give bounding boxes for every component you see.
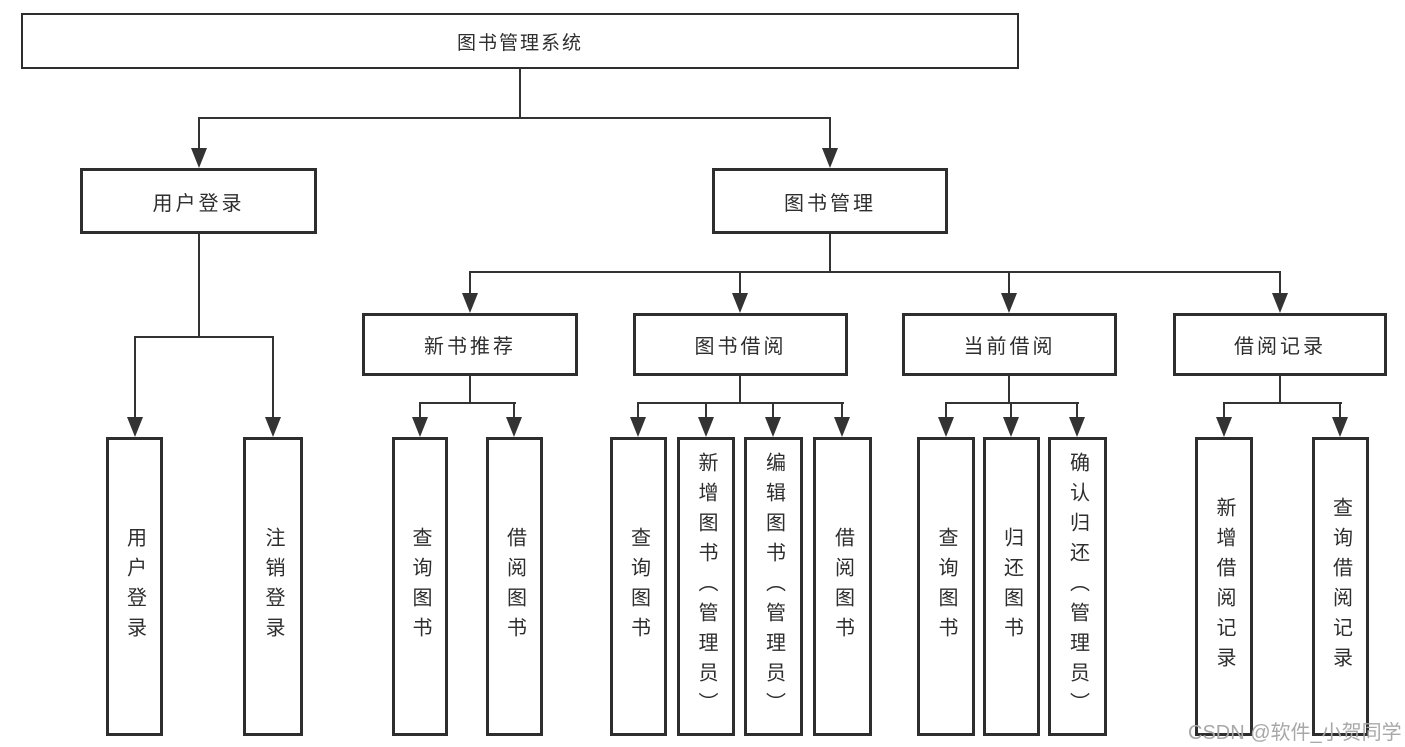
connector-root-stub: [519, 69, 521, 117]
connector-level1-horizontal: [198, 117, 831, 119]
connector-current-borrow-horizontal: [945, 402, 1079, 404]
connector-stem-leaf-user-login: [134, 336, 136, 418]
node-user-login: 用户登录: [80, 168, 317, 234]
leaf-edit-book-admin: 编辑图书（管理员）: [744, 437, 803, 736]
connector-new-book-horizontal: [419, 402, 516, 404]
arrow-down-icon: [1216, 417, 1232, 437]
connector-borrow-records-horizontal: [1223, 402, 1342, 404]
arrow-down-icon: [1001, 293, 1017, 313]
node-book-borrow: 图书借阅: [633, 313, 848, 376]
connector-borrow-records-stub: [1279, 376, 1281, 404]
connector-stem-book-borrow: [739, 271, 741, 295]
connector-stem: [513, 402, 515, 419]
connector-book-borrow-stub: [739, 376, 741, 404]
leaf-confirm-return-admin: 确认归还（管理员）: [1048, 437, 1107, 736]
arrow-down-icon: [506, 417, 522, 437]
connector-stem: [841, 402, 843, 419]
leaf-borrow-books-borrow: 借阅图书: [813, 437, 872, 736]
arrow-down-icon: [938, 417, 954, 437]
connector-stem-leaf-logout: [272, 336, 274, 418]
connector-book-borrow-horizontal: [637, 402, 844, 404]
arrow-down-icon: [765, 417, 781, 437]
leaf-add-borrow-record: 新增借阅记录: [1195, 437, 1253, 736]
node-borrow-records: 借阅记录: [1173, 313, 1387, 376]
arrow-down-icon: [1272, 293, 1288, 313]
node-new-book-recommend: 新书推荐: [362, 313, 578, 376]
arrow-down-icon: [732, 293, 748, 313]
connector-stem: [772, 402, 774, 419]
leaf-user-login: 用户登录: [106, 437, 163, 736]
arrow-down-icon: [462, 293, 478, 313]
connector-stem-book-management: [829, 117, 831, 149]
node-current-borrow: 当前借阅: [902, 313, 1117, 376]
connector-stem: [1076, 402, 1078, 419]
connector-level2-horizontal: [470, 271, 1280, 273]
arrow-down-icon: [834, 417, 850, 437]
leaf-query-books-current: 查询图书: [917, 437, 975, 736]
connector-new-book-stub: [469, 376, 471, 404]
connector-current-borrow-stub: [1008, 376, 1010, 404]
arrow-down-icon: [630, 417, 646, 437]
watermark: CSDN @软件_小贺同学: [1188, 722, 1402, 744]
connector-stem: [419, 402, 421, 419]
arrow-down-icon: [822, 148, 838, 168]
connector-stem: [1339, 402, 1341, 419]
leaf-query-books-recommend: 查询图书: [392, 437, 448, 736]
connector-stem: [637, 402, 639, 419]
arrow-down-icon: [191, 148, 207, 168]
connector-stem-borrow-records: [1279, 271, 1281, 295]
connector-stem: [945, 402, 947, 419]
connector-stem-user-login: [198, 117, 200, 149]
connector-stem: [1010, 402, 1012, 419]
connector-stem: [1223, 402, 1225, 419]
arrow-down-icon: [1003, 417, 1019, 437]
connector-user-login-horizontal: [134, 336, 274, 338]
arrow-down-icon: [412, 417, 428, 437]
arrow-down-icon: [1332, 417, 1348, 437]
leaf-query-books-borrow: 查询图书: [610, 437, 667, 736]
leaf-return-books: 归还图书: [983, 437, 1040, 736]
node-root-system: 图书管理系统: [21, 13, 1019, 69]
arrow-down-icon: [1069, 417, 1085, 437]
leaf-add-book-admin: 新增图书（管理员）: [677, 437, 735, 736]
arrow-down-icon: [698, 417, 714, 437]
connector-user-login-stub: [198, 234, 200, 336]
arrow-down-icon: [127, 417, 143, 437]
connector-book-management-stub: [829, 234, 831, 272]
connector-stem-current-borrow: [1008, 271, 1010, 295]
arrow-down-icon: [265, 417, 281, 437]
leaf-query-borrow-record: 查询借阅记录: [1312, 437, 1369, 736]
connector-stem: [705, 402, 707, 419]
node-book-management: 图书管理: [712, 168, 948, 234]
connector-stem-new-book: [469, 271, 471, 295]
leaf-borrow-books-recommend: 借阅图书: [486, 437, 543, 736]
leaf-logout: 注销登录: [243, 437, 303, 736]
